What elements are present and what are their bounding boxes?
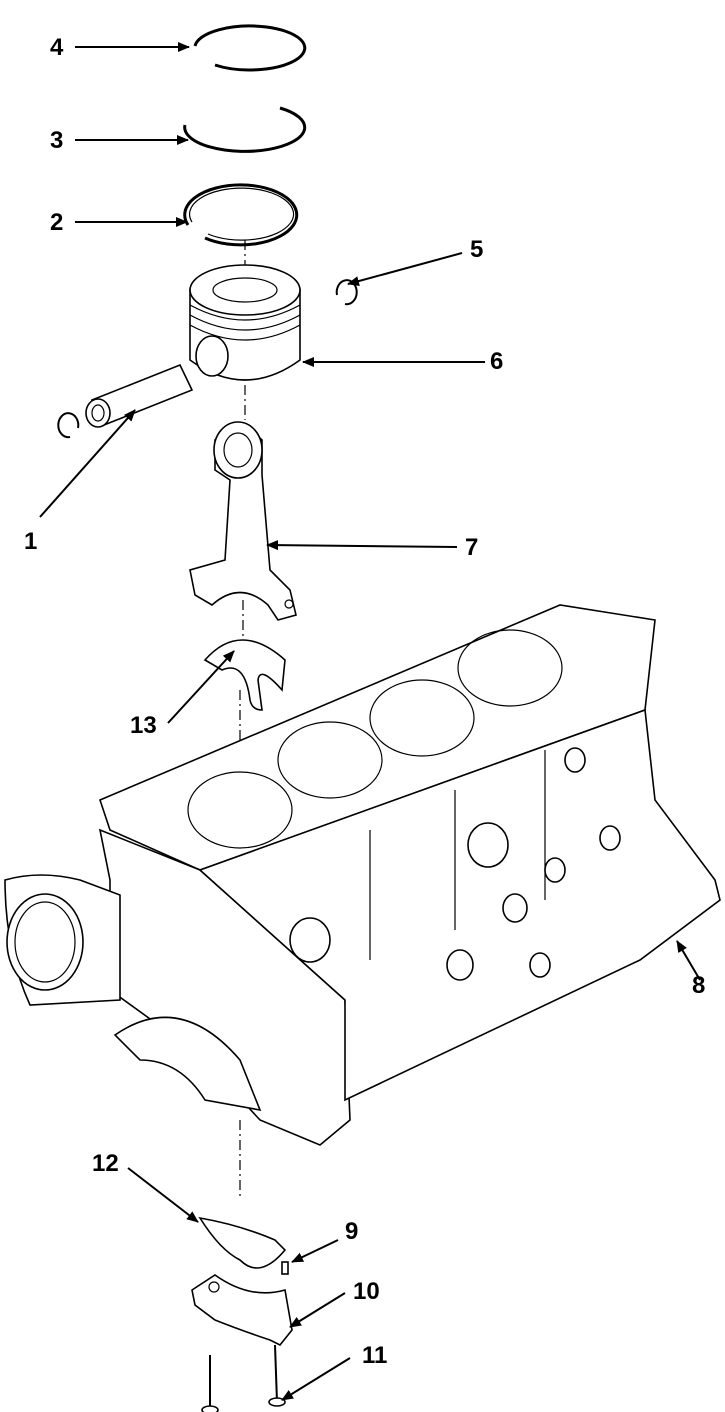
callout-2: 2 (50, 209, 64, 236)
callout-13: 13 (130, 712, 157, 739)
piston-ring-top (193, 24, 307, 72)
piston-ring-oil (183, 183, 299, 247)
callout-4: 4 (50, 34, 64, 61)
circlip-left (57, 412, 80, 439)
connecting-rod-cap (191, 1274, 293, 1347)
leader-7 (266, 540, 458, 551)
piston (189, 264, 301, 381)
callout-6: 6 (490, 348, 504, 375)
leader-5 (347, 252, 463, 286)
leader-9 (291, 1239, 339, 1263)
upper-bearing-shell (203, 639, 286, 711)
lower-bearing-shell (198, 1216, 287, 1269)
callout-7: 7 (465, 534, 479, 561)
leader-11 (281, 1357, 351, 1401)
piston-ring-second (183, 106, 307, 153)
callout-9: 9 (345, 1218, 359, 1245)
callout-11: 11 (362, 1342, 388, 1369)
callout-10: 10 (353, 1278, 380, 1305)
callout-1: 1 (24, 528, 38, 555)
dowel-pin (281, 1261, 289, 1275)
cap-bolt-left (201, 1355, 219, 1412)
callout-8: 8 (692, 972, 706, 999)
callout-12: 12 (92, 1150, 119, 1177)
leader-12 (127, 1167, 199, 1223)
cap-bolt-right (268, 1344, 286, 1407)
callout-3: 3 (50, 127, 64, 154)
leader-10 (289, 1292, 346, 1328)
connecting-rod (189, 421, 297, 621)
circlip-right (335, 279, 358, 306)
leader-13 (167, 650, 235, 724)
leader-1 (39, 409, 136, 518)
callout-5: 5 (470, 236, 484, 263)
cylinder-block (4, 604, 721, 1146)
leader-8 (676, 940, 701, 981)
piston-pin (85, 363, 194, 428)
